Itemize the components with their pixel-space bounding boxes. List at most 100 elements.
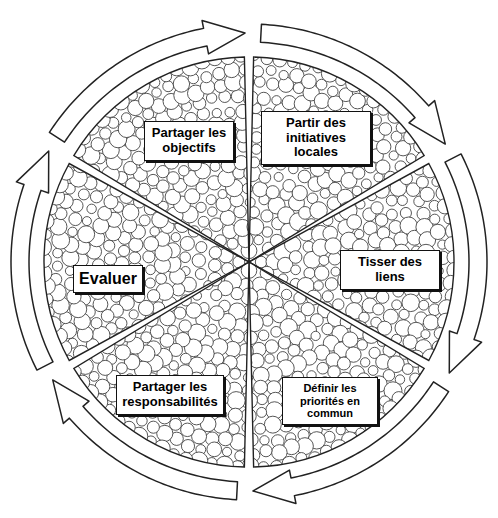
bubble <box>234 49 247 62</box>
bubble <box>254 380 268 394</box>
bubble <box>331 440 347 456</box>
bubble <box>35 265 52 282</box>
bubble <box>254 380 268 394</box>
bubble <box>313 63 323 73</box>
bubble <box>220 210 235 225</box>
bubble <box>209 259 222 272</box>
bubble <box>383 401 398 416</box>
bubble <box>322 291 333 302</box>
bubble <box>376 160 390 174</box>
bubble <box>111 292 121 302</box>
bubble <box>181 440 194 453</box>
bubble <box>236 104 250 118</box>
bubble <box>209 306 224 321</box>
bubble <box>429 290 442 303</box>
bubble <box>213 67 225 79</box>
bubble <box>310 202 328 220</box>
bubble <box>78 189 89 200</box>
bubble <box>291 265 301 275</box>
bubble <box>314 93 329 108</box>
bubble <box>100 128 111 139</box>
bubble <box>285 236 301 252</box>
bubble <box>304 268 315 279</box>
bubble <box>262 315 273 326</box>
bubble <box>220 210 235 225</box>
bubble <box>251 144 261 154</box>
bubble <box>230 368 241 379</box>
bubble <box>307 193 318 204</box>
bubble <box>137 416 148 427</box>
bubble <box>266 186 279 199</box>
bubble <box>227 392 245 410</box>
bubble <box>242 422 252 432</box>
bubble <box>271 326 282 337</box>
bubble <box>288 195 304 211</box>
bubble <box>206 195 216 205</box>
bubble <box>371 115 382 126</box>
bubble <box>147 421 159 433</box>
bubble <box>260 445 272 457</box>
bubble <box>225 107 235 117</box>
bubble <box>314 281 324 291</box>
bubble <box>228 408 242 422</box>
bubble <box>379 123 392 136</box>
bubble <box>266 66 276 76</box>
bubble <box>260 436 269 445</box>
bubble <box>147 174 159 186</box>
bubble <box>279 70 288 79</box>
bubble <box>225 107 235 117</box>
bubble <box>90 191 102 203</box>
bubble <box>180 252 191 263</box>
bubble <box>236 355 252 371</box>
bubble <box>34 238 51 255</box>
bubble <box>129 252 141 264</box>
bubble <box>266 186 279 199</box>
bubble <box>331 267 340 276</box>
bubble <box>306 219 317 230</box>
bubble <box>144 237 159 252</box>
bubble <box>317 172 333 188</box>
bubble <box>299 207 312 220</box>
bubble <box>212 108 221 117</box>
bubble <box>145 278 155 288</box>
bubble <box>196 242 207 253</box>
bubble <box>78 189 89 200</box>
bubble <box>258 330 268 340</box>
bubble <box>198 216 209 227</box>
bubble <box>180 353 191 364</box>
bubble <box>288 344 300 356</box>
bubble <box>371 202 383 214</box>
bubble <box>208 324 217 333</box>
bubble <box>317 362 329 374</box>
bubble <box>278 207 295 224</box>
bubble <box>109 414 125 430</box>
bubble <box>271 326 282 337</box>
bubble <box>265 354 274 363</box>
bubble <box>222 447 231 456</box>
bubble <box>254 380 268 394</box>
bubble <box>137 416 148 427</box>
bubble <box>268 197 285 214</box>
bubble <box>304 251 321 268</box>
bubble <box>241 409 256 424</box>
bubble <box>129 252 141 264</box>
bubble <box>34 238 51 255</box>
bubble <box>273 53 287 67</box>
bubble <box>68 227 77 236</box>
bubble <box>342 289 352 299</box>
bubble <box>361 179 371 189</box>
bubble <box>322 215 333 226</box>
bubble <box>144 237 159 252</box>
bubble <box>171 233 180 242</box>
bubble <box>251 144 261 154</box>
bubble <box>397 196 407 206</box>
bubble <box>144 237 159 252</box>
bubble <box>198 216 209 227</box>
bubble <box>208 324 217 333</box>
bubble <box>328 86 338 96</box>
bubble <box>375 214 388 227</box>
bubble <box>258 330 268 340</box>
bubble <box>231 90 244 103</box>
bubble <box>329 166 345 182</box>
bubble <box>268 197 285 214</box>
